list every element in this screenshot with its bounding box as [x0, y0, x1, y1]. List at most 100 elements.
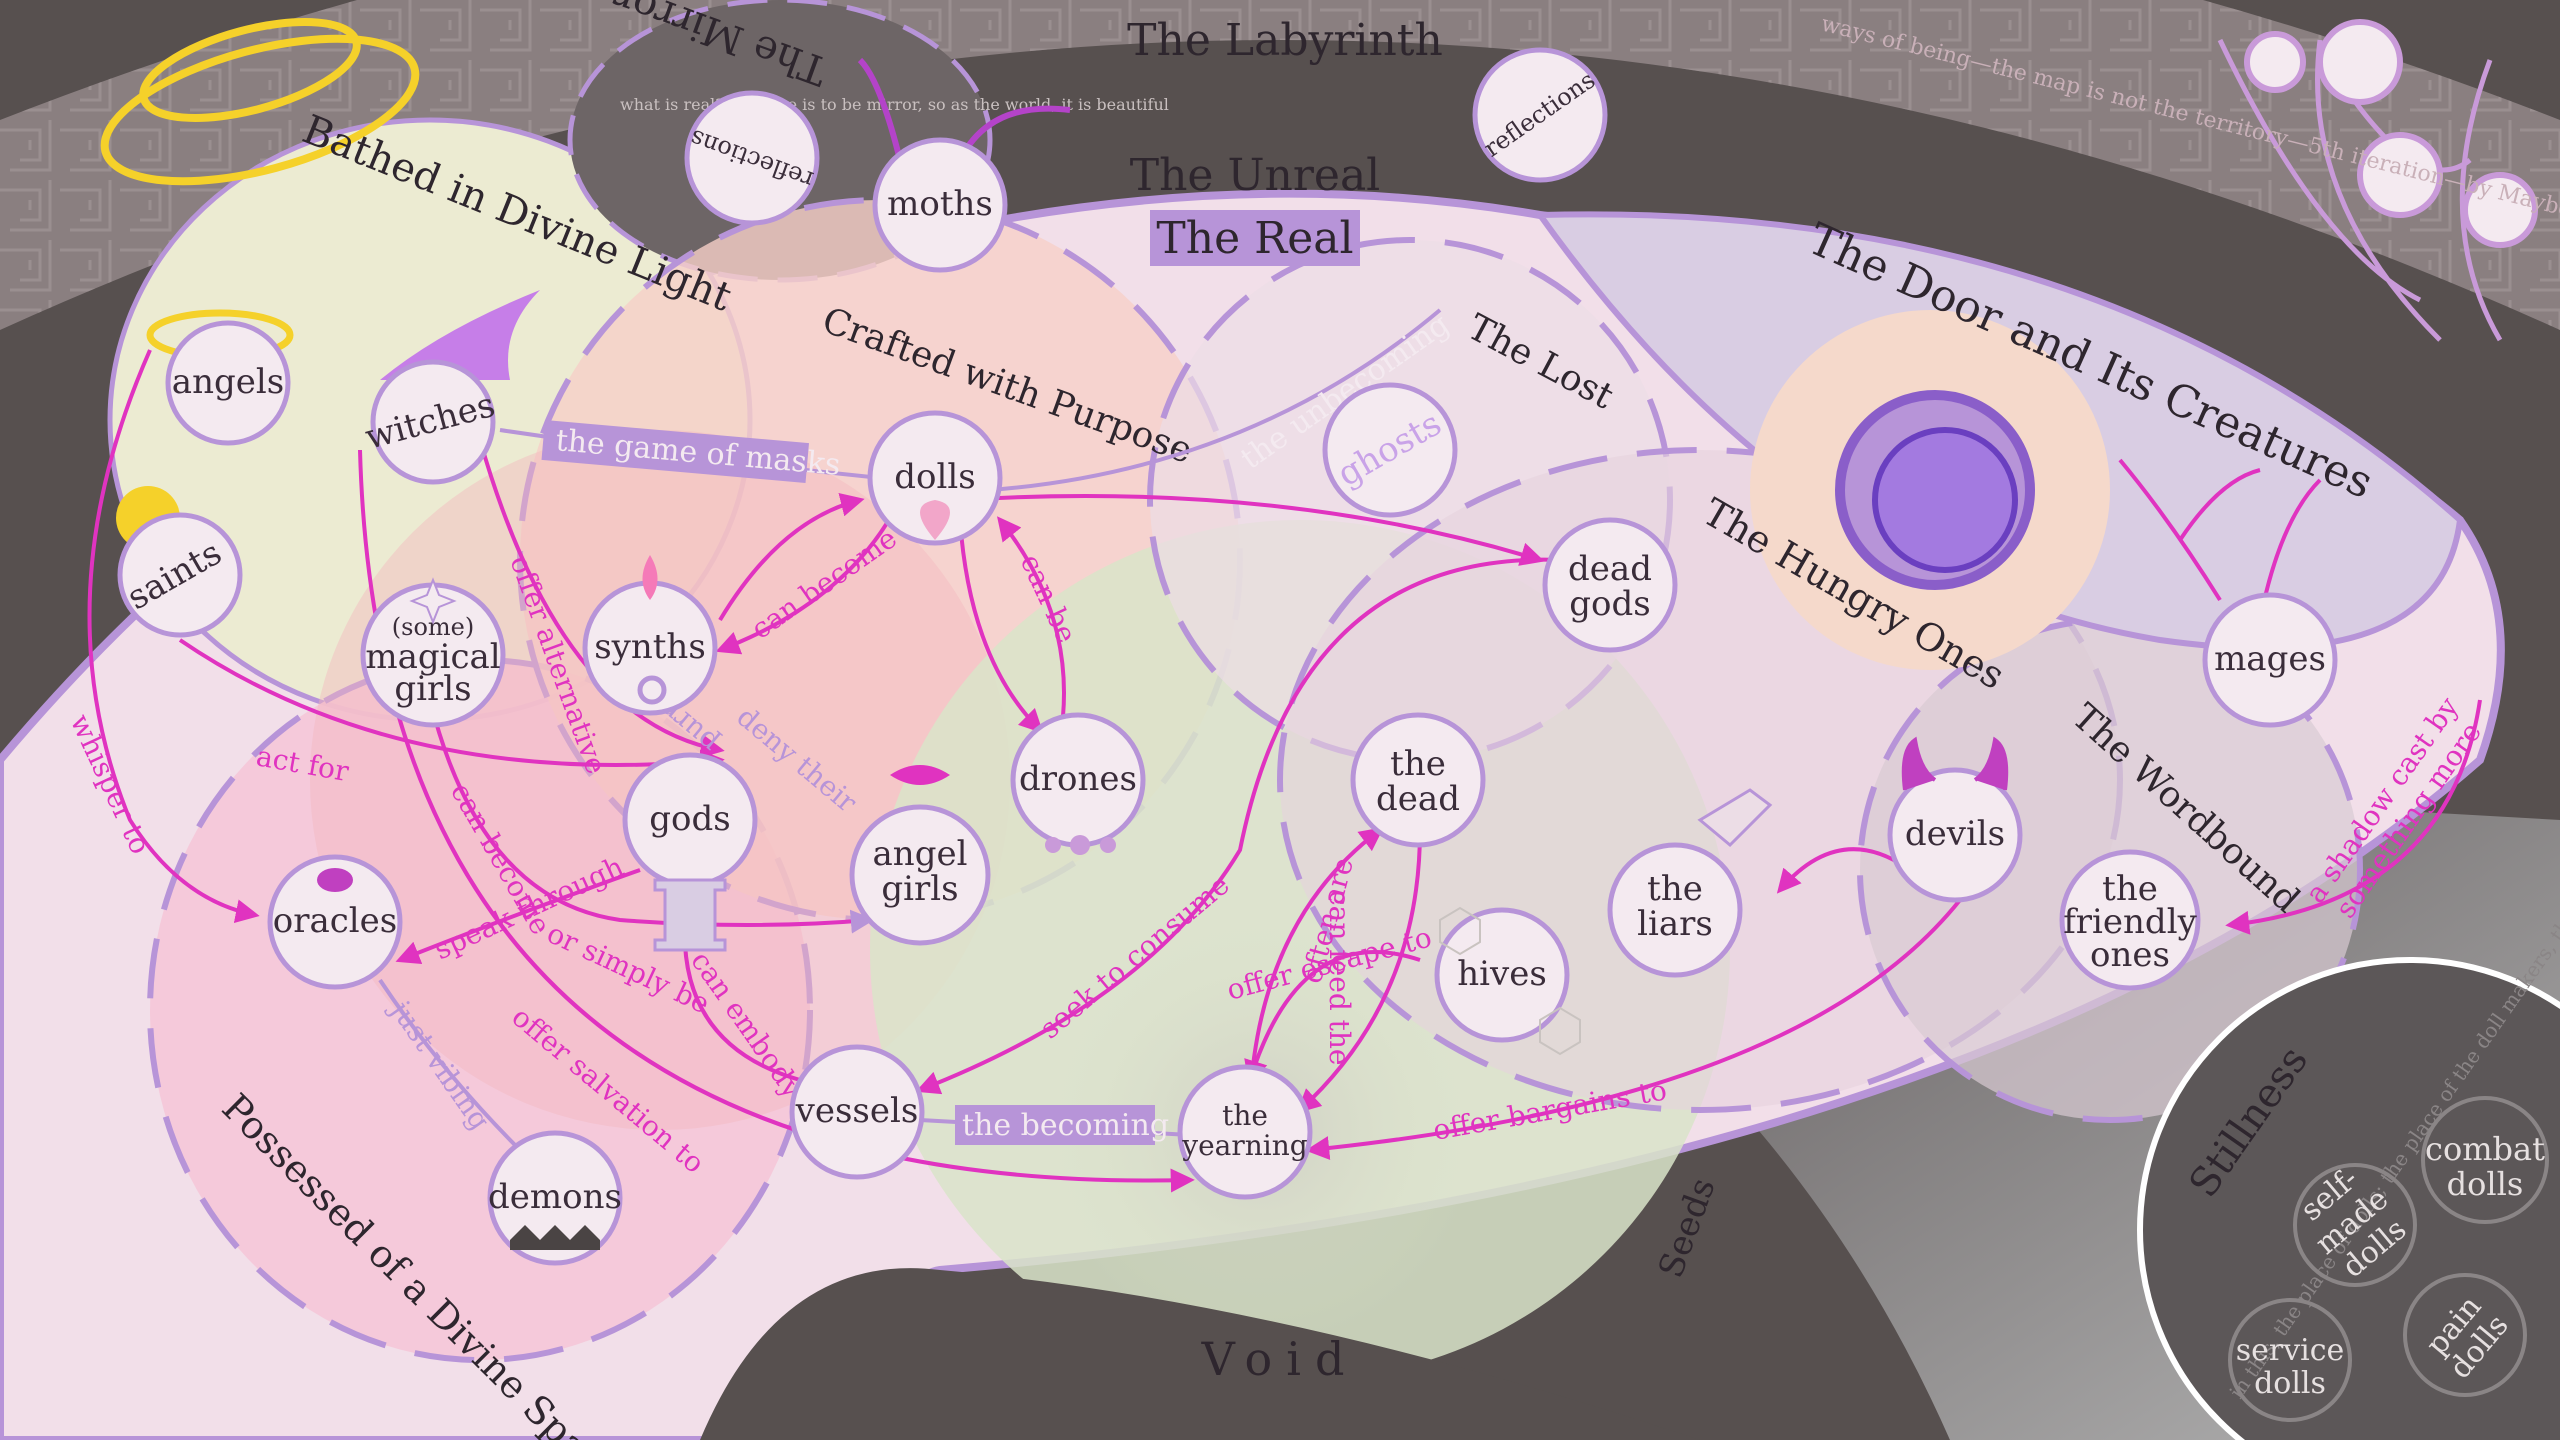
svg-text:gods: gods	[649, 799, 730, 839]
svg-text:dolls: dolls	[894, 457, 975, 497]
pillar-icon	[653, 878, 727, 952]
svg-text:the: the	[2102, 869, 2158, 909]
edge-can-become-gods	[428, 699, 875, 934]
svg-text:combat: combat	[2425, 1130, 2545, 1168]
svg-text:magical: magical	[365, 637, 500, 677]
flower-stem-icon	[2217, 38, 2503, 342]
svg-text:moths: moths	[887, 184, 993, 224]
node-angels[interactable]: angels	[165, 320, 291, 446]
flower-bud-icon	[2462, 172, 2538, 248]
edge-label-box	[955, 1105, 1155, 1145]
angel-girls-eye-icon	[890, 765, 950, 785]
flower-bud-icon	[2357, 132, 2443, 218]
svg-text:hives: hives	[1457, 954, 1547, 994]
unreal-label: The Unreal	[1130, 150, 1381, 201]
node-saints[interactable]: saints	[117, 512, 243, 638]
node-reflections[interactable]: reflections	[1472, 47, 1608, 183]
halo-icon	[139, 18, 361, 122]
mirror-text: what is real? all there is to be mirror,…	[620, 95, 1169, 114]
oracle-eye-icon	[317, 868, 353, 892]
node-witches[interactable]: witches	[361, 359, 499, 485]
svg-text:gods: gods	[1569, 584, 1650, 624]
node-gods[interactable]: gods	[622, 752, 758, 888]
edge-whisper-to	[87, 349, 260, 923]
svg-text:oracles: oracles	[273, 901, 397, 941]
svg-text:mages: mages	[2214, 639, 2326, 679]
real-label-box	[1150, 210, 1360, 266]
svg-text:drones: drones	[1019, 759, 1137, 799]
edge-synths-dolls	[718, 493, 865, 622]
svg-text:the: the	[1390, 744, 1446, 784]
edge-seek-to-consume	[915, 557, 1561, 1095]
demon-teeth-icon	[510, 1225, 600, 1250]
halo-icon	[100, 34, 420, 186]
door-portal-inner	[1872, 427, 2018, 573]
broken-heart-icon	[920, 500, 950, 540]
edge-dolls-drones	[958, 519, 1044, 734]
edge-unbecoming	[989, 308, 1442, 492]
edge-offer-escape	[1244, 950, 1421, 1085]
node-moths[interactable]: moths	[872, 137, 1008, 273]
node-combat-dolls[interactable]: combat dolls	[2421, 1096, 2549, 1224]
edge-label-box	[541, 420, 809, 483]
svg-text:vessels: vessels	[795, 1091, 919, 1131]
svg-text:girls: girls	[881, 869, 958, 909]
edge-label-can-feed-the: can feed the	[1323, 890, 1356, 1066]
svg-text:service: service	[2236, 1333, 2345, 1368]
svg-text:dolls: dolls	[2447, 1165, 2524, 1203]
node-ghosts[interactable]: ghosts	[1322, 382, 1458, 518]
node-service-dolls[interactable]: service dolls	[2228, 1298, 2352, 1422]
node-mages[interactable]: mages	[2202, 592, 2338, 728]
node-reflections-mirror[interactable]: reflections	[684, 90, 820, 226]
edge-offer-alternative	[478, 439, 725, 759]
svg-text:the: the	[1222, 1099, 1268, 1132]
node-dolls[interactable]: dolls	[867, 410, 1003, 546]
edge-dead-yearning	[1296, 829, 1422, 1114]
edge-act-for	[178, 638, 725, 774]
node-synths[interactable]: synths	[582, 580, 718, 716]
edge-offer-bargains	[1305, 898, 1962, 1160]
node-hives[interactable]: hives	[1434, 907, 1570, 1043]
svg-text:dead: dead	[1568, 549, 1652, 589]
svg-text:angel: angel	[873, 834, 968, 874]
gear-icon	[637, 675, 667, 705]
svg-text:yearning: yearning	[1181, 1129, 1307, 1162]
void-region	[700, 1268, 1700, 1440]
real-label: The Real	[1156, 213, 1353, 264]
svg-text:demons: demons	[488, 1177, 622, 1217]
labyrinth-label: The Labyrinth	[1127, 15, 1443, 66]
svg-text:synths: synths	[594, 627, 706, 667]
svg-text:the: the	[1647, 869, 1703, 909]
edge-speak-through	[395, 868, 641, 965]
node-pain-dolls[interactable]: pain dolls	[2403, 1273, 2527, 1397]
node-vessels[interactable]: vessels	[789, 1044, 925, 1180]
divine-spark-outline	[147, 657, 813, 1363]
svg-text:friendly: friendly	[2063, 902, 2197, 942]
edge-dolls-deadgods	[959, 494, 1545, 566]
edge-just-vibing	[378, 978, 522, 1152]
witch-hat-icon	[380, 290, 540, 380]
tag-icon	[1697, 788, 1773, 848]
node-oracles[interactable]: oracles	[267, 854, 403, 990]
hex-pattern-icon	[1439, 906, 1581, 1056]
node-drones[interactable]: drones	[1010, 712, 1146, 848]
svg-text:dolls: dolls	[2254, 1366, 2326, 1401]
edge-yearning-dead	[1248, 827, 1384, 1101]
svg-text:girls: girls	[394, 669, 471, 709]
edge-shadow	[2225, 699, 2482, 935]
node-magical-girls[interactable]: (some) magical girls	[360, 582, 506, 728]
devil-horns-icon	[1901, 736, 2009, 791]
node-devils[interactable]: devils	[1887, 767, 2023, 903]
svg-text:liars: liars	[1637, 904, 1713, 944]
sparkle-icon	[409, 577, 457, 625]
void-label: Void	[1201, 1332, 1359, 1386]
edge-label-the-becoming: the becoming	[962, 1108, 1169, 1143]
flower-bud-icon	[2317, 19, 2403, 105]
